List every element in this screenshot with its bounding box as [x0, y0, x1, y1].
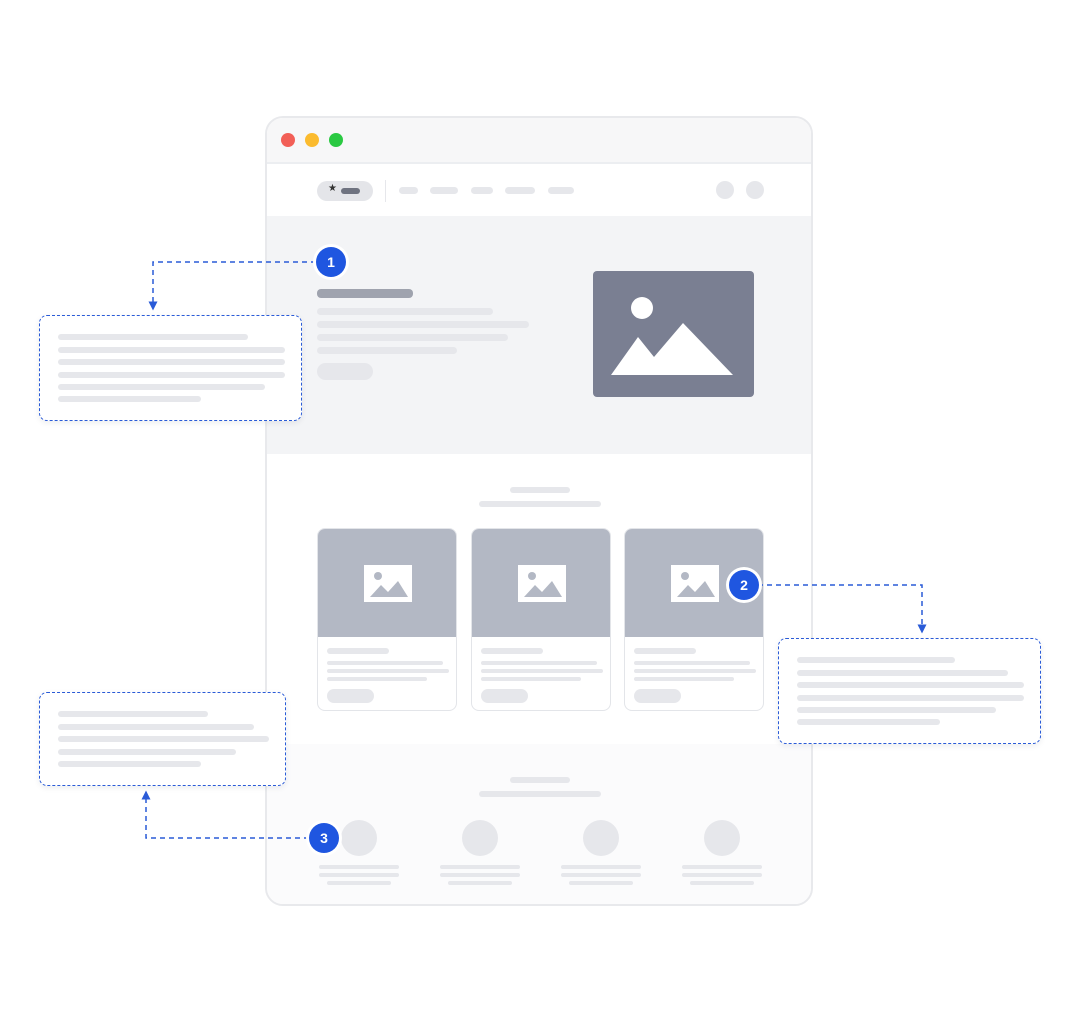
feature-card[interactable]	[317, 528, 457, 711]
footer-item-line	[319, 865, 399, 869]
circle-placeholder-icon	[462, 820, 498, 856]
annotation-box-2	[778, 638, 1041, 744]
feature-card[interactable]	[471, 528, 611, 711]
nav-circle-icon-2[interactable]	[746, 181, 764, 199]
nav-link-3[interactable]	[471, 187, 493, 194]
annotation-line	[58, 724, 254, 730]
annotation-line	[797, 657, 955, 663]
image-placeholder-icon	[318, 529, 456, 637]
card-text-line	[327, 669, 449, 673]
annotation-badge-2[interactable]: 2	[729, 570, 759, 600]
annotation-badge-3[interactable]: 3	[309, 823, 339, 853]
features-section	[267, 454, 811, 744]
card-text-line	[481, 661, 597, 665]
annotation-badge-1[interactable]: 1	[316, 247, 346, 277]
annotation-line	[58, 372, 285, 378]
footer-item-line	[561, 873, 641, 877]
section-heading-placeholder	[510, 487, 570, 493]
card-button[interactable]	[481, 689, 528, 703]
annotation-line	[58, 749, 236, 755]
footer-features-section	[267, 744, 811, 904]
connector-3	[141, 790, 309, 839]
annotation-box-3	[39, 692, 286, 786]
footer-item-line	[319, 873, 399, 877]
section-heading-placeholder	[510, 777, 570, 783]
circle-placeholder-icon	[704, 820, 740, 856]
circle-placeholder-icon	[341, 820, 377, 856]
card-button[interactable]	[634, 689, 681, 703]
browser-window-mockup: ★	[265, 116, 813, 906]
card-text-line	[327, 677, 427, 681]
image-placeholder-icon	[593, 271, 754, 397]
card-text-line	[481, 669, 603, 673]
card-text-line	[481, 677, 581, 681]
section-subheading-placeholder	[479, 501, 601, 507]
footer-item-line	[682, 865, 762, 869]
card-button[interactable]	[327, 689, 374, 703]
card-title-placeholder	[634, 648, 696, 654]
hero-section	[267, 216, 811, 454]
minimize-button-dot[interactable]	[305, 133, 319, 147]
annotation-line	[797, 670, 1008, 676]
hero-text-line	[317, 308, 493, 315]
footer-item-line	[682, 873, 762, 877]
connector-1	[148, 261, 316, 311]
nav-divider	[385, 180, 386, 202]
logo-pill[interactable]: ★	[317, 181, 373, 201]
hero-text-line	[317, 334, 508, 341]
nav-link-5[interactable]	[548, 187, 574, 194]
annotation-line	[797, 682, 1024, 688]
card-title-placeholder	[327, 648, 389, 654]
annotation-line	[797, 707, 996, 713]
footer-item-line	[440, 873, 520, 877]
close-button-dot[interactable]	[281, 133, 295, 147]
card-text-line	[634, 677, 734, 681]
annotation-line	[58, 334, 248, 340]
footer-item-line	[690, 881, 754, 885]
logo-text-placeholder	[341, 188, 360, 194]
annotation-line	[58, 761, 201, 767]
footer-item-line	[440, 865, 520, 869]
card-text-line	[634, 669, 756, 673]
annotation-line	[797, 719, 940, 725]
star-icon: ★	[328, 183, 337, 194]
annotation-line	[58, 384, 265, 390]
card-text-line	[327, 661, 443, 665]
footer-item-line	[569, 881, 633, 885]
annotation-line	[797, 695, 1024, 701]
hero-title-placeholder	[317, 289, 413, 298]
annotation-line	[58, 711, 208, 717]
maximize-button-dot[interactable]	[329, 133, 343, 147]
connector-2	[758, 584, 927, 634]
card-text-line	[634, 661, 750, 665]
nav-link-2[interactable]	[430, 187, 458, 194]
nav-circle-icon-1[interactable]	[716, 181, 734, 199]
annotation-line	[58, 359, 285, 365]
circle-placeholder-icon	[583, 820, 619, 856]
nav-link-4[interactable]	[505, 187, 535, 194]
nav-link-1[interactable]	[399, 187, 418, 194]
footer-item-line	[448, 881, 512, 885]
annotation-line	[58, 347, 285, 353]
section-subheading-placeholder	[479, 791, 601, 797]
footer-item-line	[561, 865, 641, 869]
feature-card[interactable]	[624, 528, 764, 711]
annotation-line	[58, 736, 269, 742]
hero-cta-button[interactable]	[317, 363, 373, 380]
nav-bar: ★	[267, 164, 811, 216]
annotation-box-1	[39, 315, 302, 421]
image-placeholder-icon	[472, 529, 610, 637]
hero-text-line	[317, 347, 457, 354]
window-titlebar	[267, 118, 811, 164]
footer-item-line	[327, 881, 391, 885]
annotation-line	[58, 396, 201, 402]
hero-text-line	[317, 321, 529, 328]
card-title-placeholder	[481, 648, 543, 654]
